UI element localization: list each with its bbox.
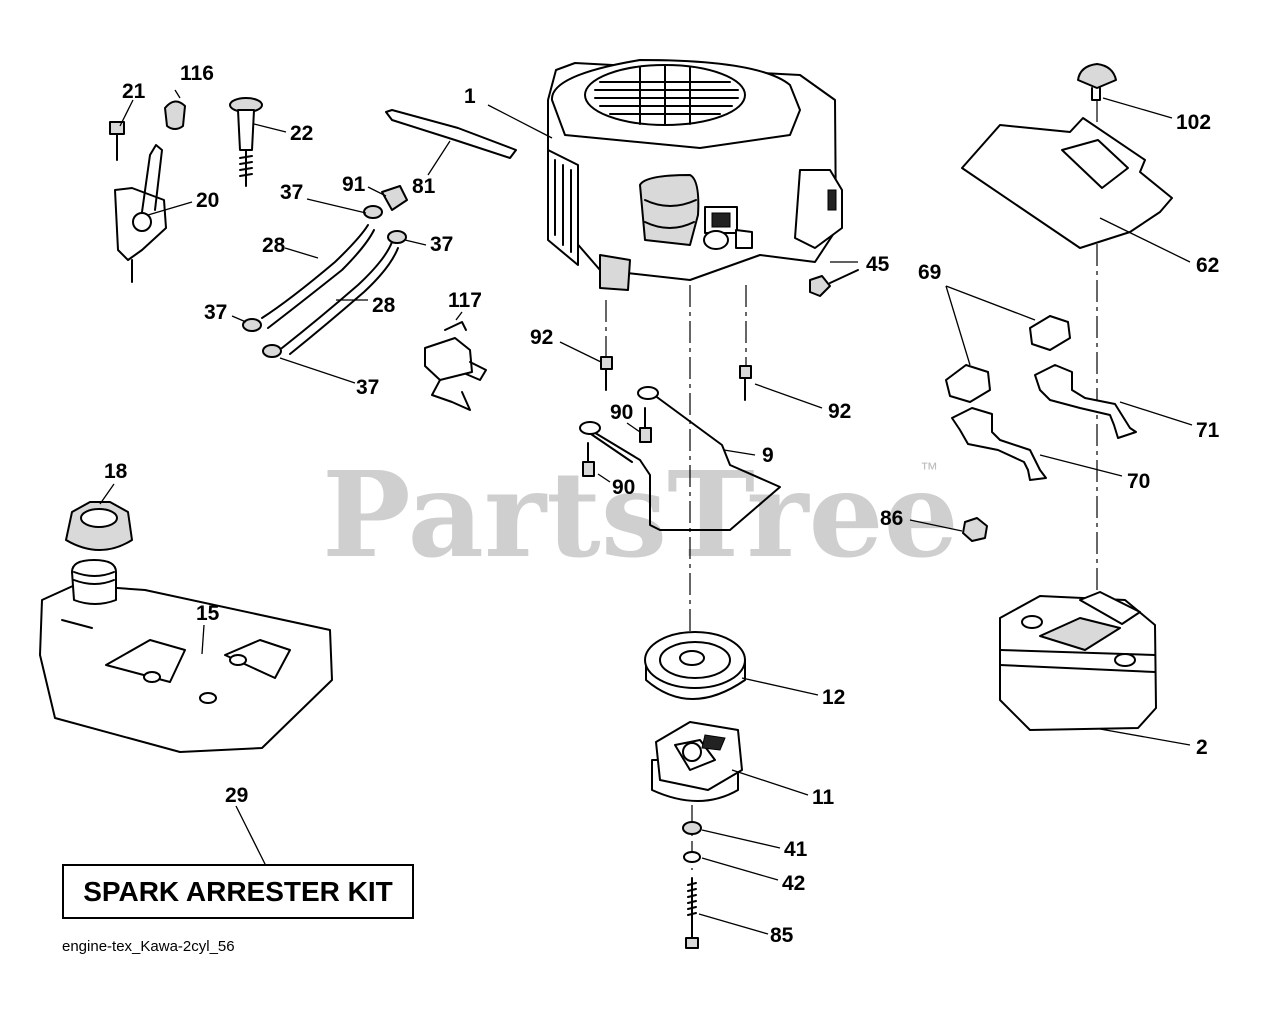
callout-fuel-hose-lower: 28 (372, 294, 396, 317)
breather-tube (385, 109, 517, 159)
callout-nut: 86 (880, 507, 903, 530)
belt-guide (581, 391, 781, 531)
nut-86 (962, 517, 988, 542)
callout-heat-shield: 62 (1196, 254, 1219, 277)
fuel-tank (39, 559, 333, 753)
callout-belt-guide: 9 (762, 444, 774, 467)
clamp-upper-right (387, 230, 407, 244)
callout-labels: 1 2 9 11 12 15 18 20 21 22 28 28 29 37 3… (104, 62, 1220, 947)
knob-116 (164, 100, 186, 130)
pulley (644, 631, 746, 700)
callout-bolt-92-left: 92 (530, 326, 553, 349)
exhaust-pipe-70 (951, 407, 1047, 481)
callout-washer-41: 41 (784, 838, 808, 861)
fuel-valve (424, 321, 487, 411)
exhaust-pipe-71 (1034, 364, 1137, 439)
callout-breather-tube: 81 (412, 175, 436, 198)
callout-muffler: 2 (1196, 736, 1208, 759)
fuel-fitting (381, 185, 408, 211)
muffler (999, 591, 1157, 731)
callout-pulley: 12 (822, 686, 845, 709)
bolt-92-right (739, 365, 752, 401)
callout-engine: 1 (464, 85, 476, 108)
callout-control-screw: 21 (122, 80, 146, 103)
callout-spark-arrester: 29 (225, 784, 248, 807)
callout-clamp-upper-left: 37 (280, 181, 303, 204)
clamp-lower-left (242, 318, 262, 332)
watermark-trademark: ™ (920, 459, 938, 479)
callout-bolt-92-right: 92 (828, 400, 851, 423)
callout-gaskets: 69 (918, 261, 941, 284)
fuel-hose-lower (281, 241, 399, 355)
callout-drain-plug: 45 (866, 253, 890, 276)
gasket-2 (1029, 315, 1071, 351)
callout-clutch: 11 (812, 786, 835, 809)
callout-fuel-valve: 117 (448, 289, 482, 312)
callout-shield-knob: 102 (1176, 111, 1211, 134)
callout-clamp-lower-right: 37 (356, 376, 379, 399)
diagram-id: engine-tex_Kawa-2cyl_56 (62, 938, 235, 955)
callout-fuel-fitting: 91 (342, 173, 366, 196)
callout-fuel-cap: 18 (104, 460, 128, 483)
callout-clamp-lower-left: 37 (204, 301, 227, 324)
callout-washer-42: 42 (782, 872, 805, 895)
gasket-1 (945, 364, 991, 403)
callout-clutch-bolt: 85 (770, 924, 794, 947)
engine-illustration (547, 59, 843, 291)
clamp-lower-right (262, 344, 282, 358)
washer-42 (683, 851, 701, 863)
bolt-90-upper (639, 407, 652, 443)
callout-bolt-90-upper: 90 (610, 401, 633, 424)
callout-exhaust-pipe-70: 70 (1127, 470, 1150, 493)
heat-shield (961, 117, 1173, 249)
callout-clamp-upper-right: 37 (430, 233, 453, 256)
spark-arrester-kit-label: SPARK ARRESTER KIT (83, 875, 393, 907)
belt-guide-washer-2 (637, 386, 659, 400)
electric-clutch (651, 721, 743, 802)
shield-knob (1077, 63, 1117, 101)
watermark: PartsTree (322, 445, 959, 584)
callout-knob: 116 (180, 62, 214, 85)
fuel-cap (65, 501, 133, 551)
callout-fuel-tank: 15 (196, 602, 220, 625)
throttle-control (109, 121, 167, 283)
drain-plug (809, 269, 859, 297)
clamp-upper-left (363, 205, 383, 219)
washer-41 (682, 821, 702, 835)
callout-fuel-hose-upper: 28 (262, 234, 286, 257)
callout-exhaust-pipe-71: 71 (1196, 419, 1220, 442)
callout-choke-knob: 22 (290, 122, 313, 145)
bolt-92-left (600, 356, 613, 391)
fuel-hose-upper (261, 224, 375, 329)
bolt-90-lower (582, 442, 595, 477)
callout-bolt-90-lower: 90 (612, 476, 635, 499)
callout-throttle-control: 20 (196, 189, 219, 212)
leader-lines (99, 89, 1193, 935)
belt-guide-washer-1 (579, 421, 601, 435)
clutch-bolt (685, 877, 699, 949)
spark-arrester-kit-box: SPARK ARRESTER KIT (62, 864, 414, 919)
choke-knob (229, 97, 263, 187)
